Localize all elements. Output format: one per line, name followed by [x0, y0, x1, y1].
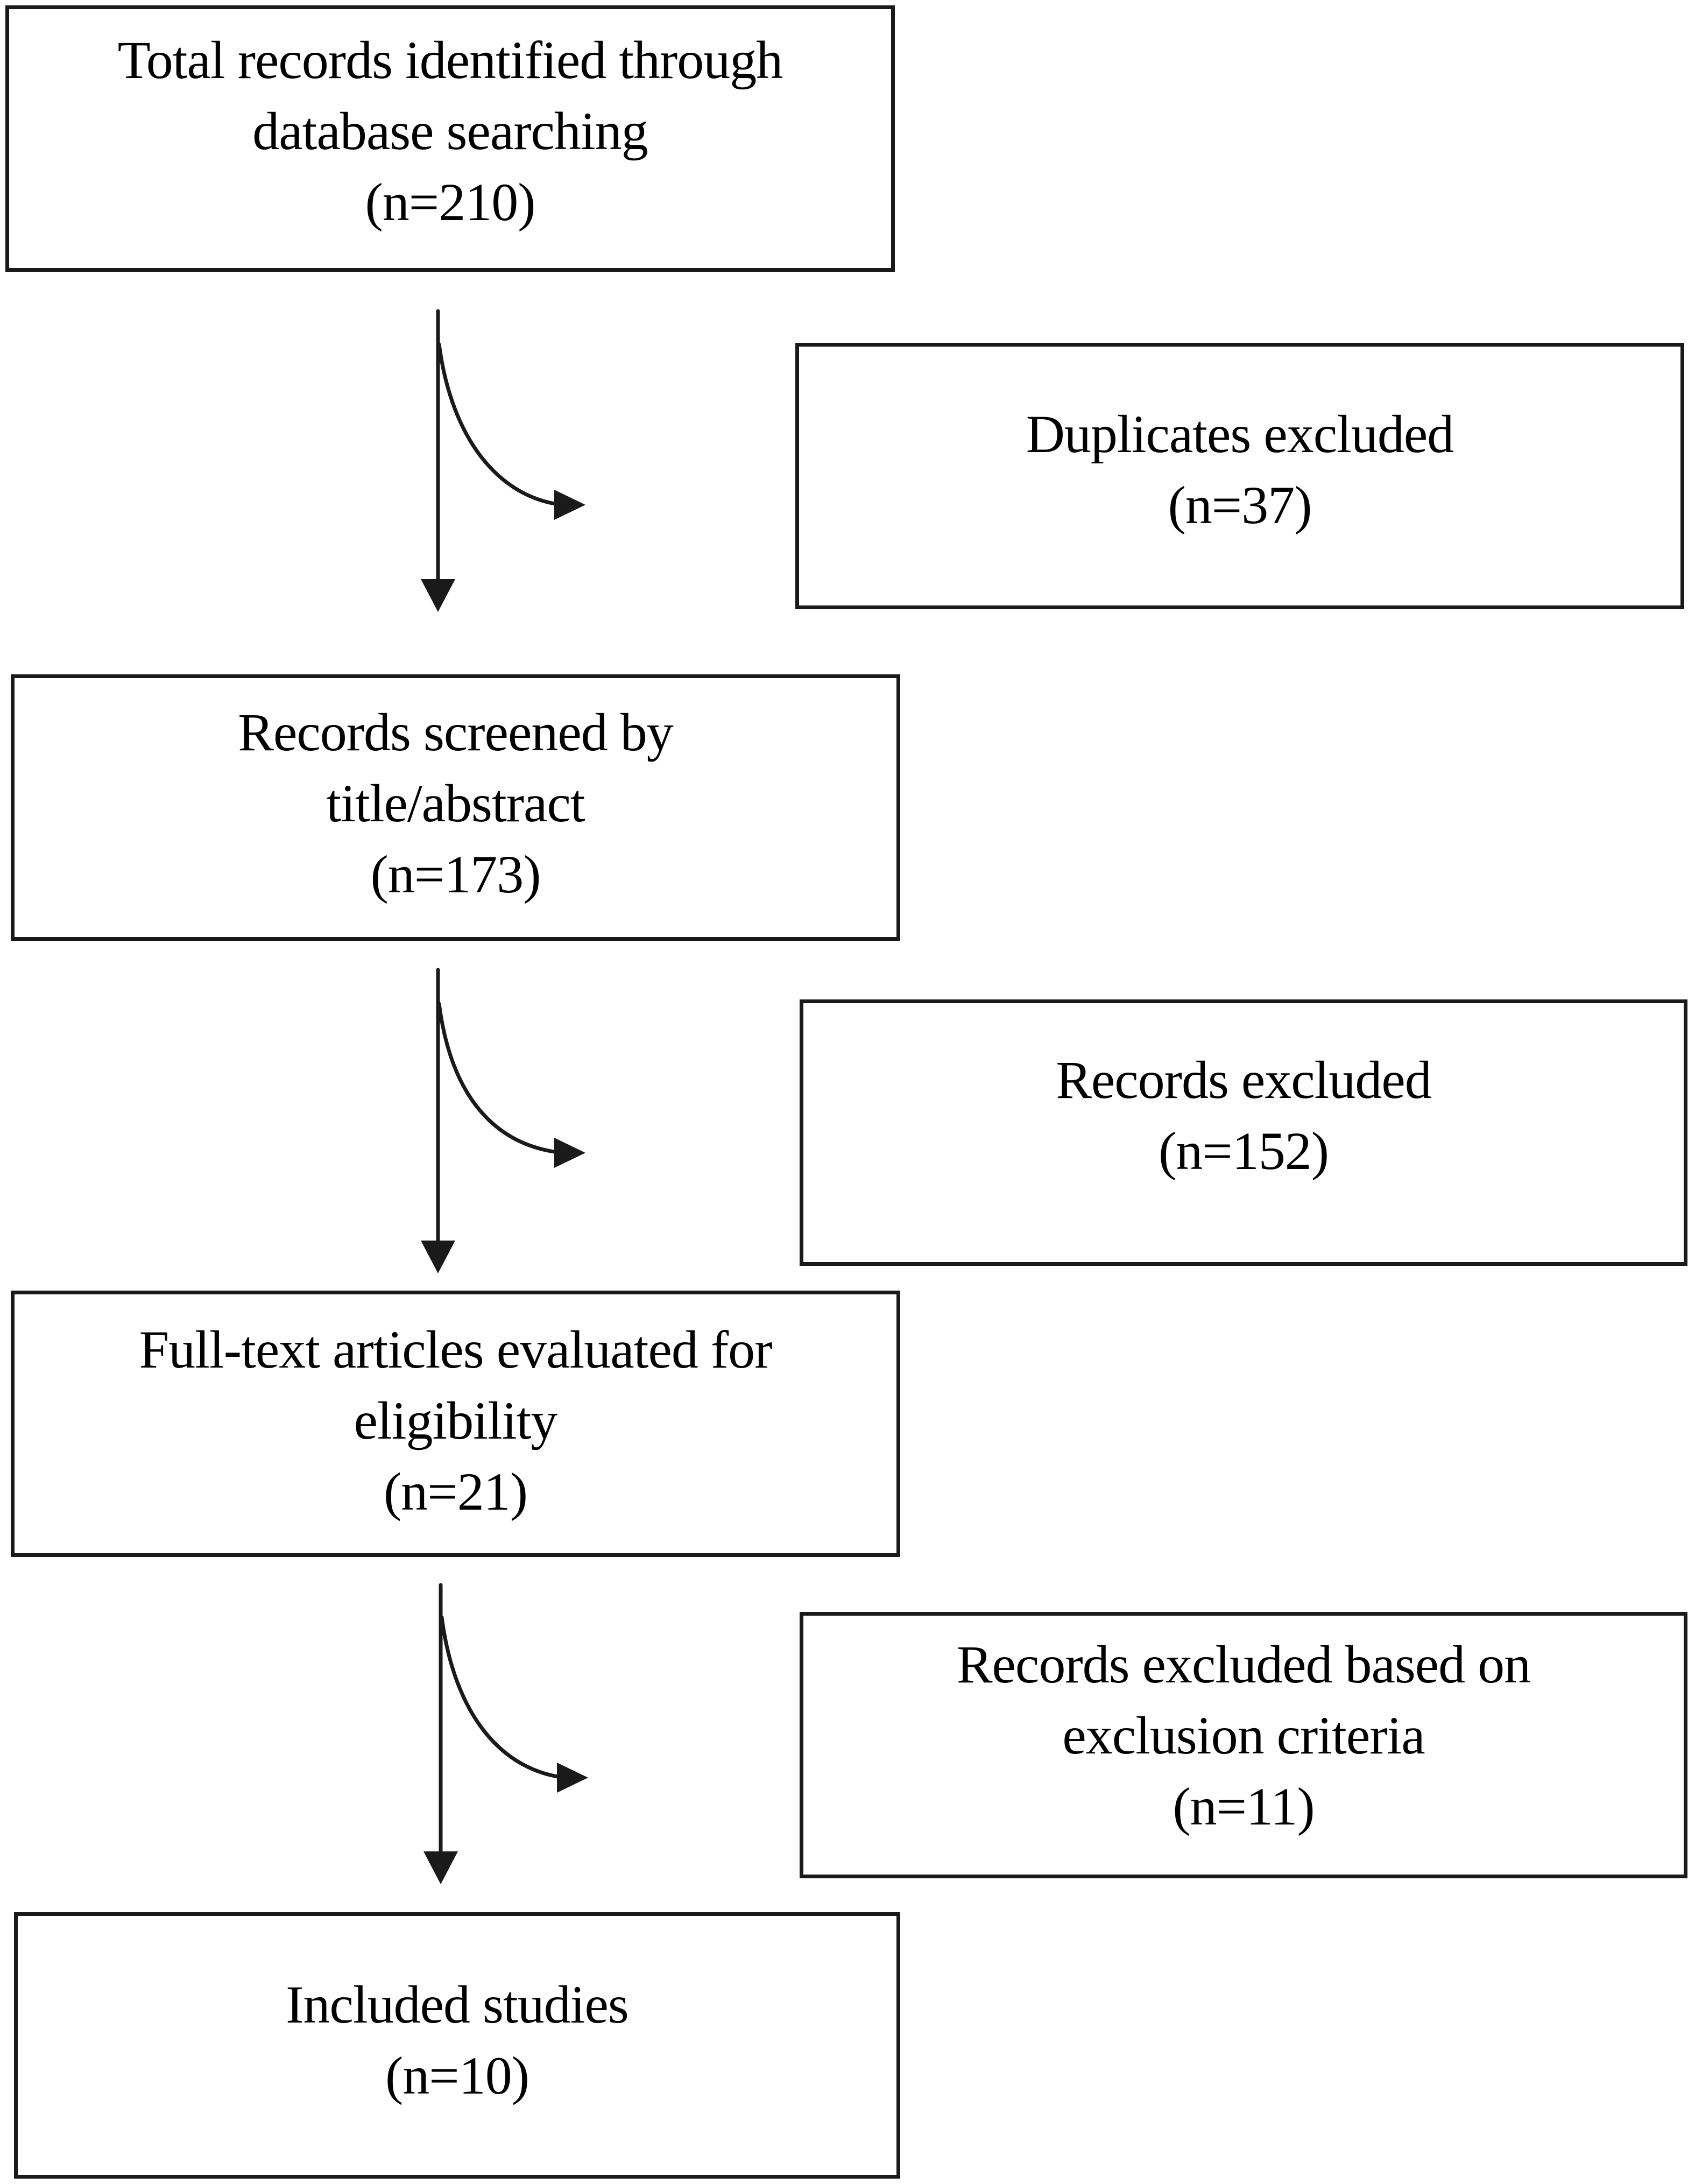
step-fulltext-box: Full-text articles evaluated for eligibi…: [11, 1291, 900, 1557]
step-included-count: (n=10): [385, 2045, 529, 2105]
step-identified-count: (n=210): [365, 172, 536, 232]
exclusion-criteria-count: (n=11): [1173, 1776, 1315, 1836]
step-identified-box: Total records identified through databas…: [5, 5, 895, 272]
branch-arrow-2-curve: [437, 1002, 564, 1155]
step-fulltext-count: (n=21): [384, 1461, 528, 1521]
branch-arrow-3-head: [557, 1763, 588, 1793]
down-arrow-2-head: [421, 1241, 455, 1273]
exclusion-records-line1: Records excluded: [1056, 1049, 1432, 1110]
step-screened-box: Records screened by title/abstract (n=17…: [11, 674, 900, 941]
exclusion-duplicates-line1: Duplicates excluded: [1026, 404, 1454, 464]
down-arrow-3-head: [423, 1851, 458, 1884]
step-screened-line2: title/abstract: [326, 773, 585, 833]
step-identified-line2: database searching: [252, 101, 648, 161]
exclusion-duplicates-box: Duplicates excluded (n=37): [795, 343, 1684, 609]
branch-arrow-1-curve: [437, 342, 564, 507]
step-identified-line1: Total records identified through: [117, 30, 783, 90]
exclusion-records-box: Records excluded (n=152): [800, 999, 1687, 1266]
branch-arrow-1-head: [554, 490, 585, 520]
branch-arrow-2-head: [554, 1138, 585, 1168]
exclusion-criteria-line1: Records excluded based on: [956, 1634, 1531, 1694]
step-fulltext-line1: Full-text articles evaluated for: [139, 1319, 773, 1379]
exclusion-criteria-line2: exclusion criteria: [1062, 1705, 1425, 1765]
branch-arrow-3-curve: [440, 1615, 567, 1780]
exclusion-duplicates-count: (n=37): [1168, 475, 1312, 535]
down-arrow-1-head: [421, 579, 455, 612]
exclusion-criteria-box: Records excluded based on exclusion crit…: [800, 1612, 1687, 1878]
step-included-box: Included studies (n=10): [14, 1912, 900, 2179]
step-included-line1: Included studies: [286, 1974, 629, 2034]
exclusion-records-count: (n=152): [1159, 1121, 1329, 1181]
step-screened-count: (n=173): [370, 844, 541, 904]
step-fulltext-line2: eligibility: [354, 1390, 558, 1450]
step-screened-line1: Records screened by: [238, 702, 673, 762]
